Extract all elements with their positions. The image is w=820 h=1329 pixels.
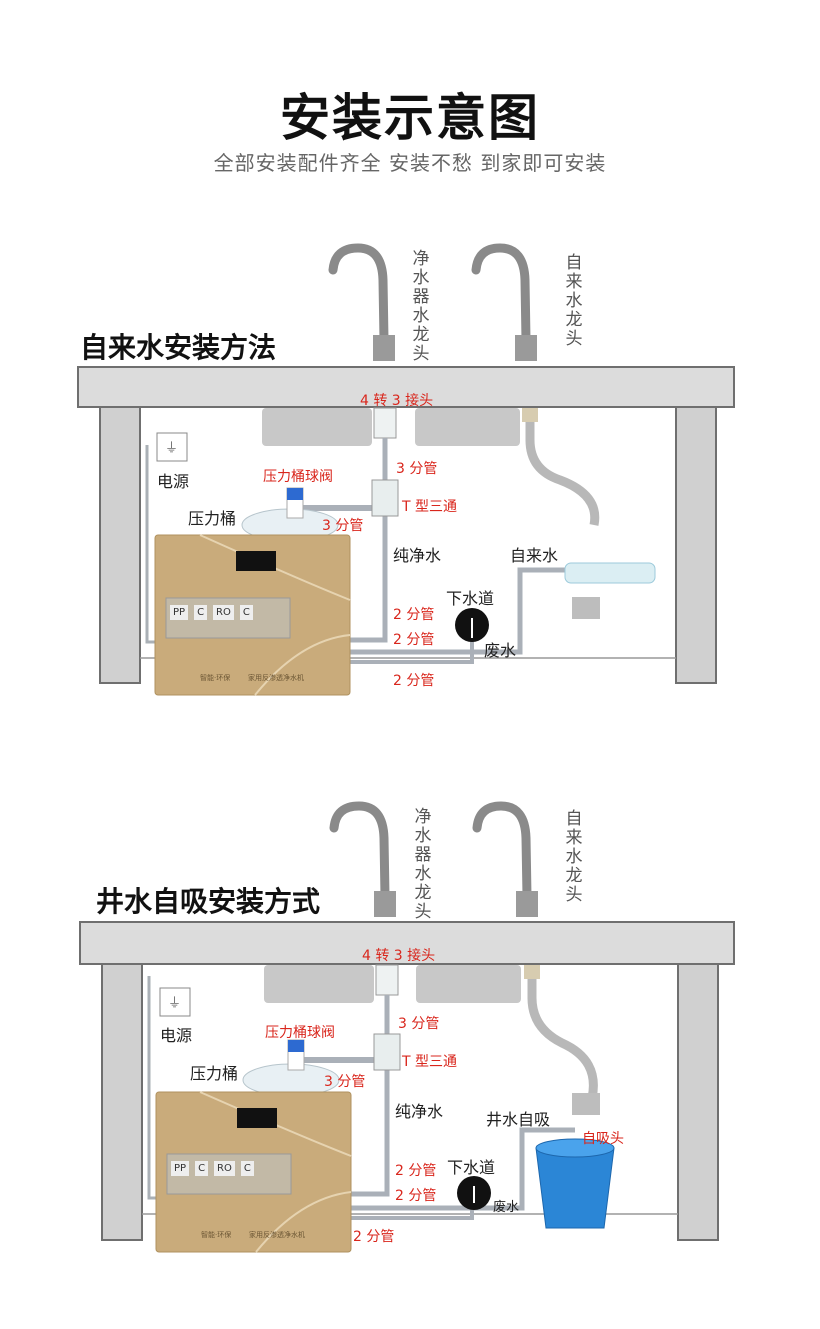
power-outlet-icon: [159, 987, 191, 1017]
hose-nut: [522, 408, 538, 422]
svg-text:⏚: ⏚: [168, 996, 181, 1011]
label-drain: 下水道: [447, 1158, 496, 1177]
label-tank: 压力桶: [188, 509, 237, 528]
filter-label: C: [240, 1161, 254, 1176]
hose-nut: [524, 965, 540, 979]
label-pipe2-a: 2 分管: [395, 1163, 437, 1179]
label-faucet-tap: 自来水龙头: [565, 253, 583, 349]
label-tank: 压力桶: [190, 1064, 239, 1083]
flex-hose: [525, 410, 600, 526]
label-source: 井水自吸: [486, 1110, 551, 1129]
page-subtitle: 全部安装配件齐全 安装不愁 到家即可安装: [213, 151, 607, 175]
panel-title: 自来水安装方法: [80, 331, 277, 364]
label-pipe3-top: 3 分管: [396, 461, 438, 477]
sink-right: [416, 965, 521, 1003]
tee-fitting: [373, 1033, 401, 1071]
label-pipe3-tank: 3 分管: [322, 518, 364, 534]
label-faucet-pure: 净水器水龙头: [414, 807, 432, 922]
filter-label: RO: [213, 605, 234, 620]
label-source: 自来水: [510, 546, 559, 565]
filter-labels: PP C RO C: [171, 1161, 254, 1176]
label-adapter: 4 转 3 接头: [362, 948, 436, 964]
label-pipe2-b: 2 分管: [395, 1188, 437, 1204]
tap-valve-icon: [564, 562, 656, 584]
source-pipe: [345, 567, 580, 655]
cabinet-left-leg: [99, 406, 141, 684]
waste-pipe: [345, 635, 474, 664]
label-pipe2-c: 2 分管: [393, 673, 435, 689]
faucet-pure-icon: [329, 801, 390, 901]
faucet-tap-base: [516, 891, 538, 917]
label-tee: T 型三通: [402, 499, 458, 515]
label-faucet-pure: 净水器水龙头: [412, 249, 430, 364]
faucet-pure-base: [373, 335, 395, 361]
faucet-tap-base: [515, 335, 537, 361]
cabinet-left-leg: [101, 963, 143, 1241]
label-tee: T 型三通: [402, 1054, 458, 1070]
cabinet-right-leg: [675, 406, 717, 684]
panel-tap-water: ⏚ 自来水安装方法 净水器水龙头 自来水龙头 4 转 3 接头 电源 压力桶 压…: [0, 240, 820, 710]
tank-valve-handle: [287, 488, 303, 500]
sink-left: [262, 408, 372, 446]
tank-valve-handle: [288, 1040, 304, 1052]
label-waste: 废水: [484, 641, 517, 660]
label-suction-head: 自吸头: [582, 1131, 624, 1147]
faucet-tap-icon: [472, 801, 532, 901]
label-pipe3-top: 3 分管: [398, 1016, 440, 1032]
label-pure-water: 纯净水: [395, 1102, 444, 1121]
label-pipe3-tank: 3 分管: [324, 1074, 366, 1090]
label-faucet-tap: 自来水龙头: [565, 809, 583, 905]
label-tank-valve: 压力桶球阀: [263, 469, 333, 485]
label-drain: 下水道: [446, 589, 495, 608]
label-tank-valve: 压力桶球阀: [265, 1025, 335, 1041]
sink-right: [415, 408, 520, 446]
unit-brand: 智能·环保: [200, 674, 231, 682]
panel-title: 井水自吸安装方式: [96, 885, 321, 918]
filter-label: C: [194, 605, 208, 620]
label-power: 电源: [160, 1026, 193, 1045]
angle-valve: [572, 1093, 600, 1115]
unit-brand: 智能·环保: [201, 1231, 232, 1239]
panel-well-water: ⏚ 井水自吸安装方式 净水器水龙头 自来水龙头 4 转 3 接头 电源 压力桶 …: [0, 798, 820, 1268]
label-waste: 废水: [493, 1200, 520, 1215]
label-pipe2-c: 2 分管: [353, 1229, 395, 1245]
power-outlet-icon: [156, 432, 188, 462]
unit-display: [237, 1108, 277, 1128]
filter-label: PP: [170, 605, 189, 620]
counter-top: [79, 921, 735, 965]
pure-pipe: [345, 438, 388, 643]
cabinet-right-leg: [677, 963, 719, 1241]
adapter-fitting: [373, 407, 397, 439]
svg-text:⏚: ⏚: [165, 441, 178, 456]
panel-well-water-drawing: ⏚: [79, 801, 735, 1253]
filter-label: C: [195, 1161, 209, 1176]
bucket-icon: [535, 1147, 615, 1229]
faucet-tap-icon: [471, 243, 531, 345]
label-adapter: 4 转 3 接头: [360, 393, 434, 409]
adapter-fitting: [375, 964, 399, 996]
label-pure-water: 纯净水: [393, 546, 442, 565]
unit-caption: 家用反渗透净水机: [248, 674, 304, 682]
tee-fitting: [371, 479, 399, 517]
label-power: 电源: [157, 472, 190, 491]
faucet-pure-icon: [328, 243, 389, 345]
page-title: 安装示意图: [280, 89, 540, 147]
flex-hose: [527, 968, 598, 1099]
unit-caption: 家用反渗透净水机: [249, 1231, 305, 1239]
faucet-pure-base: [374, 891, 396, 917]
unit-display: [236, 551, 276, 571]
filter-label: C: [239, 605, 253, 620]
filter-label: PP: [171, 1161, 190, 1176]
label-pipe2-b: 2 分管: [393, 632, 435, 648]
filter-label: RO: [214, 1161, 235, 1176]
counter-top: [77, 366, 735, 408]
source-pipe: [347, 1127, 575, 1211]
label-pipe2-a: 2 分管: [393, 607, 435, 623]
sink-left: [264, 965, 374, 1003]
pure-pipe: [347, 995, 390, 1197]
angle-valve: [572, 597, 600, 619]
filter-labels: PP C RO C: [170, 605, 253, 620]
panel-tap-water-drawing: ⏚: [77, 243, 735, 696]
